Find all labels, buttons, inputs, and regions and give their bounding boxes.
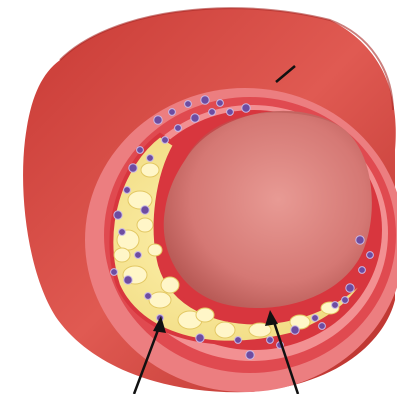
plaque-globule bbox=[215, 322, 235, 338]
plaque-globule bbox=[128, 191, 152, 209]
blood-cell bbox=[119, 229, 126, 236]
blood-cell bbox=[235, 337, 242, 344]
blood-cell bbox=[227, 109, 234, 116]
plaque-globule bbox=[149, 292, 171, 308]
plaque-globule bbox=[148, 244, 162, 256]
blood-cell bbox=[185, 101, 192, 108]
blood-cell bbox=[209, 109, 216, 116]
blood-cell bbox=[141, 206, 149, 214]
blood-cell bbox=[356, 236, 364, 244]
blood-cell bbox=[342, 297, 349, 304]
blood-cell bbox=[359, 267, 366, 274]
plaque-globule bbox=[161, 277, 179, 293]
plaque-globule bbox=[141, 163, 159, 177]
blood-cell bbox=[162, 137, 169, 144]
blood-cell bbox=[175, 125, 182, 132]
blood-cell bbox=[191, 114, 199, 122]
blood-cell bbox=[196, 334, 204, 342]
blood-cell bbox=[124, 187, 131, 194]
blood-cell bbox=[135, 252, 142, 259]
blood-cell bbox=[201, 96, 209, 104]
plaque-globule bbox=[114, 248, 130, 262]
blood-cell bbox=[114, 211, 122, 219]
blood-cell bbox=[367, 252, 374, 259]
blood-cell bbox=[346, 284, 354, 292]
blood-cell bbox=[291, 326, 299, 334]
plaque-globule bbox=[137, 218, 153, 232]
blood-cell bbox=[246, 351, 254, 359]
blood-cell bbox=[129, 164, 137, 172]
blood-cell bbox=[111, 269, 118, 276]
blood-cell bbox=[217, 100, 224, 107]
plaque-globule bbox=[196, 308, 214, 322]
blood-cell bbox=[242, 104, 250, 112]
blood-cell bbox=[154, 116, 162, 124]
blood-cell bbox=[267, 337, 274, 344]
blood-cell bbox=[145, 293, 152, 300]
blood-cell bbox=[319, 323, 326, 330]
blood-cell bbox=[124, 276, 132, 284]
blood-cell bbox=[169, 109, 176, 116]
blood-cell bbox=[137, 147, 144, 154]
blood-cell bbox=[147, 155, 154, 162]
blood-cell bbox=[312, 315, 319, 322]
blood-cell bbox=[332, 302, 339, 309]
